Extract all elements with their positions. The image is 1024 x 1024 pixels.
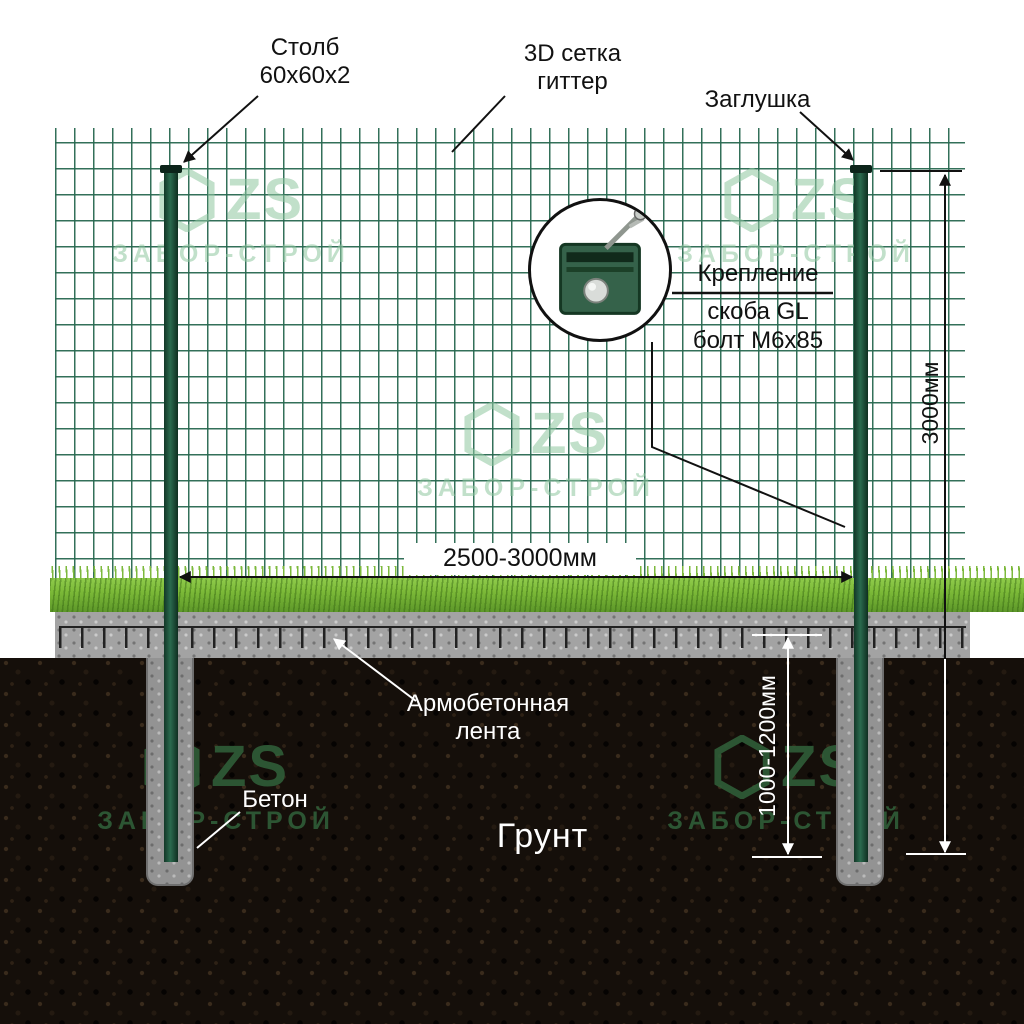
strip-label: Армобетонная лента bbox=[406, 690, 570, 746]
grass-strip bbox=[50, 566, 1024, 612]
fastener-label: Крепление скоба GL болт М6х85 bbox=[692, 260, 824, 354]
height-dimension-label: 3000мм bbox=[917, 361, 943, 445]
mesh-label: 3D сетка гиттер bbox=[523, 40, 622, 96]
mesh-horizontal-wires bbox=[55, 142, 965, 604]
soil-label: Грунт bbox=[496, 817, 589, 855]
concrete-label: Бетон bbox=[242, 786, 308, 813]
mesh-panel bbox=[55, 128, 965, 604]
span-dimension-label: 2500-3000мм bbox=[404, 543, 636, 575]
post-label: Столб 60х60х2 bbox=[259, 34, 351, 90]
left-post-cap bbox=[160, 165, 182, 173]
fastener-detail-circle bbox=[528, 198, 672, 342]
right-post bbox=[854, 170, 868, 862]
reinforcement-mesh bbox=[59, 626, 966, 648]
left-post bbox=[164, 170, 178, 862]
depth-dimension-label: 1000-1200мм bbox=[754, 675, 780, 817]
right-post-cap bbox=[850, 165, 872, 173]
cap-label: Заглушка bbox=[704, 86, 811, 113]
concrete-strip bbox=[55, 610, 970, 662]
fastener-detail-icon bbox=[559, 207, 648, 315]
